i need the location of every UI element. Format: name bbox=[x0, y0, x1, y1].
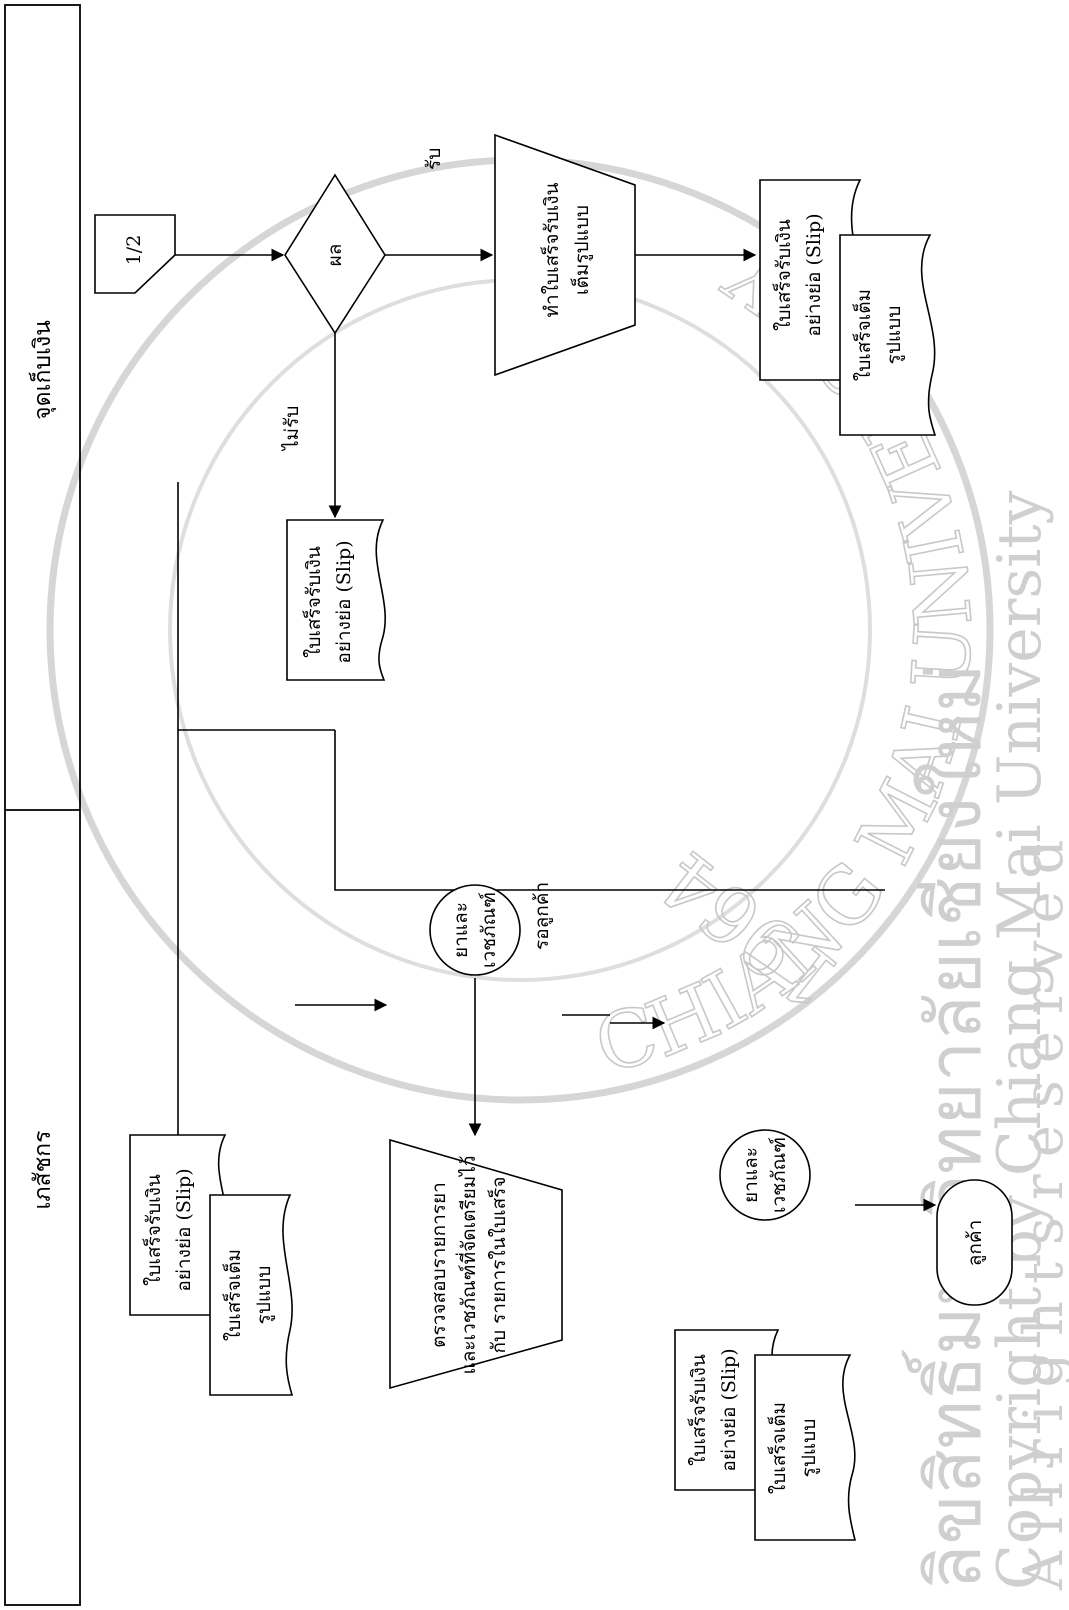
doc-full-out-line1: ใบเสร็จเต็ม bbox=[766, 1402, 790, 1494]
circle-final-line1: ยาและ bbox=[740, 1147, 762, 1203]
decision-no-label: ไม่รับ bbox=[281, 406, 303, 452]
circle-waiting-caption: รอลูกค้า bbox=[531, 882, 553, 950]
process-make-receipt-line1: ทำใบเสร็จรับเงิน bbox=[539, 183, 563, 318]
swimlane-frame: จุดเก็บเงิน เภสัชกร bbox=[5, 5, 80, 1605]
doc-full-pharm-line1: ใบเสร็จเต็ม bbox=[221, 1249, 245, 1341]
decision-label: ผล bbox=[324, 244, 346, 267]
watermark-rights-line: A l l r i g h t s r e s e r v e d bbox=[1012, 840, 1069, 1591]
decision-yes-label: รับ bbox=[423, 148, 445, 170]
lane-header-border bbox=[5, 5, 80, 1605]
doc-full-pharm-line2: รูปแบบ bbox=[253, 1266, 275, 1325]
pharmacist-docs-in: ใบเสร็จรับเงิน อย่างย่อ (Slip) ใบเสร็จเต… bbox=[130, 1135, 292, 1395]
doc-slip-pharm-line1: ใบเสร็จรับเงิน bbox=[141, 1174, 165, 1286]
circle-final-shape bbox=[720, 1130, 810, 1220]
line-full-receipt-to-merge bbox=[335, 730, 885, 890]
circle-waiting-line1: ยาและ bbox=[450, 902, 472, 958]
process-check-line2: และเวชภัณฑ์ที่จัดเตรียมไว้ bbox=[455, 1156, 480, 1375]
watermark-seal-inner-ring bbox=[170, 280, 870, 980]
circle-final: ยาและ เวชภัณฑ์ bbox=[720, 1130, 810, 1220]
offpage-connector-label: 1/2 bbox=[123, 235, 145, 266]
doc-slip-line1: ใบเสร็จรับเงิน bbox=[771, 219, 795, 331]
circle-final-line2: เวชภัณฑ์ bbox=[768, 1137, 790, 1213]
circle-waiting-line2: เวชภัณฑ์ bbox=[478, 892, 500, 968]
doc-slip-no-line1: ใบเสร็จรับเงิน bbox=[301, 546, 325, 658]
process-check-line1: ตรวจสอบรายการยา bbox=[428, 1182, 450, 1348]
circle-waiting: ยาและ เวชภัณฑ์ รอลูกค้า bbox=[430, 882, 553, 975]
terminator-label: ลูกค้า bbox=[964, 1220, 986, 1267]
watermark-thai-line: ลิขสิทธิ์มหาวิทยาลัยเชียงใหม่ bbox=[901, 663, 998, 1590]
doc-slip-out-line2: อย่างย่อ (Slip) bbox=[718, 1348, 740, 1471]
doc-full-line2: รูปแบบ bbox=[883, 306, 905, 365]
doc-full-line1: ใบเสร็จเต็ม bbox=[851, 289, 875, 381]
offpage-connector: 1/2 bbox=[95, 215, 175, 293]
doc-slip-no-line2: อย่างย่อ (Slip) bbox=[333, 540, 355, 663]
cashier-doc-no: ใบเสร็จรับเงิน อย่างย่อ (Slip) bbox=[287, 520, 385, 680]
cashier-docs-yes: ใบเสร็จรับเงิน อย่างย่อ (Slip) ใบเสร็จเต… bbox=[760, 180, 935, 435]
doc-slip-out-line1: ใบเสร็จรับเงิน bbox=[686, 1354, 710, 1466]
process-check-line3: กับ รายการในใบเสร็จ bbox=[486, 1176, 510, 1353]
process-make-receipt-line2: เต็มรูปแบบ bbox=[569, 205, 593, 295]
process-check: ตรวจสอบรายการยา และเวชภัณฑ์ที่จัดเตรียมไ… bbox=[390, 1140, 562, 1388]
decision: ผล รับ ไม่รับ bbox=[281, 148, 445, 452]
doc-slip-line2: อย่างย่อ (Slip) bbox=[803, 213, 825, 336]
doc-full-out-line2: รูปแบบ bbox=[798, 1419, 820, 1478]
lane-title-pharmacist: เภสัชกร bbox=[30, 1131, 56, 1210]
lane-title-cashier: จุดเก็บเงิน bbox=[27, 320, 56, 420]
terminator: ลูกค้า bbox=[937, 1180, 1012, 1305]
doc-slip-pharm-line2: อย่างย่อ (Slip) bbox=[173, 1168, 195, 1291]
circle-waiting-shape bbox=[430, 885, 520, 975]
pharmacist-docs-out: ใบเสร็จรับเงิน อย่างย่อ (Slip) ใบเสร็จเต… bbox=[675, 1330, 855, 1540]
